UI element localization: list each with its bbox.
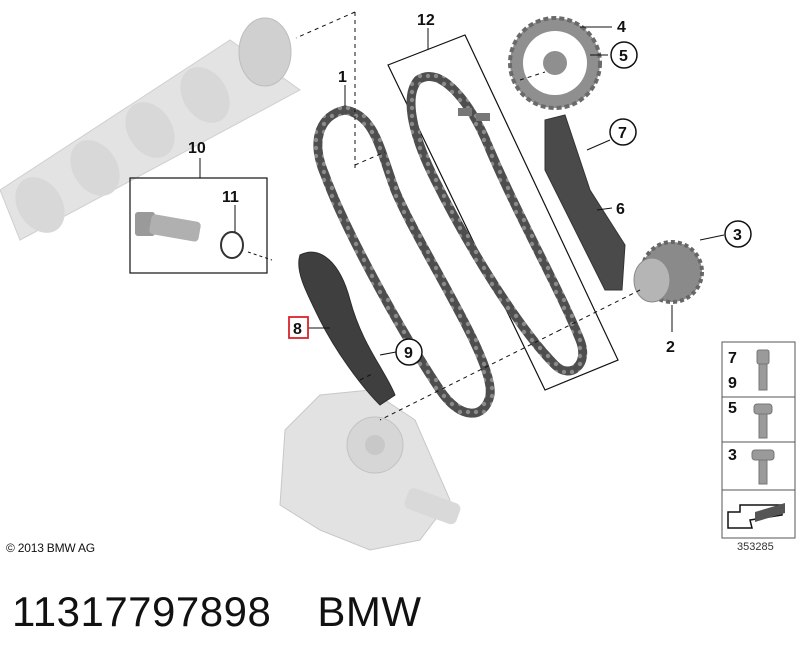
legend-label-7: 7 <box>728 350 737 367</box>
svg-text:5: 5 <box>619 48 628 65</box>
fastener-legend: 7 9 5 3 <box>721 341 796 539</box>
camshaft <box>0 17 301 241</box>
callout-3: 3 <box>724 220 752 248</box>
legend-label-3: 3 <box>728 447 737 464</box>
callout-4: 4 <box>617 19 626 36</box>
brand-name: BMW <box>317 588 422 635</box>
callout-12: 12 <box>417 12 435 29</box>
tensioner-rail <box>298 251 396 406</box>
diagram-reference-number: 353285 <box>737 541 774 553</box>
sealing-ring <box>220 231 244 259</box>
callout-6: 6 <box>616 201 625 218</box>
callout-11: 11 <box>222 189 239 206</box>
chain-tensioner <box>135 212 201 242</box>
callout-9: 9 <box>395 338 423 366</box>
callout-7: 7 <box>609 118 637 146</box>
svg-text:9: 9 <box>404 345 413 362</box>
crankshaft-sprocket <box>633 240 704 304</box>
callout-5: 5 <box>610 41 638 69</box>
guide-rail <box>544 114 626 291</box>
legend-label-5: 5 <box>728 400 737 417</box>
copyright-notice: © 2013 BMW AG <box>6 541 95 555</box>
callout-8: 8 <box>293 321 302 338</box>
highlight-box-8 <box>288 316 309 339</box>
callout-box-10 <box>129 177 268 274</box>
legend-label-9: 9 <box>728 375 737 392</box>
callout-1: 1 <box>338 69 347 86</box>
timing-chain-lower <box>313 105 495 418</box>
callout-10: 10 <box>188 140 206 157</box>
svg-text:3: 3 <box>733 227 742 244</box>
high-pressure-pump <box>279 389 461 551</box>
sprocket <box>508 16 602 110</box>
part-number: 11317797898 <box>12 588 272 635</box>
timing-chain-upper <box>406 72 588 376</box>
bolt-icon <box>751 349 775 485</box>
svg-text:7: 7 <box>618 125 627 142</box>
parts-diagram: 1 12 4 5 7 6 3 2 10 11 8 9 7 9 5 3 <box>0 11 796 551</box>
footer-caption: 11317797898 BMW <box>12 588 421 636</box>
chain-link <box>458 108 490 121</box>
assembly-lines <box>295 11 641 421</box>
callout-2: 2 <box>666 339 675 356</box>
